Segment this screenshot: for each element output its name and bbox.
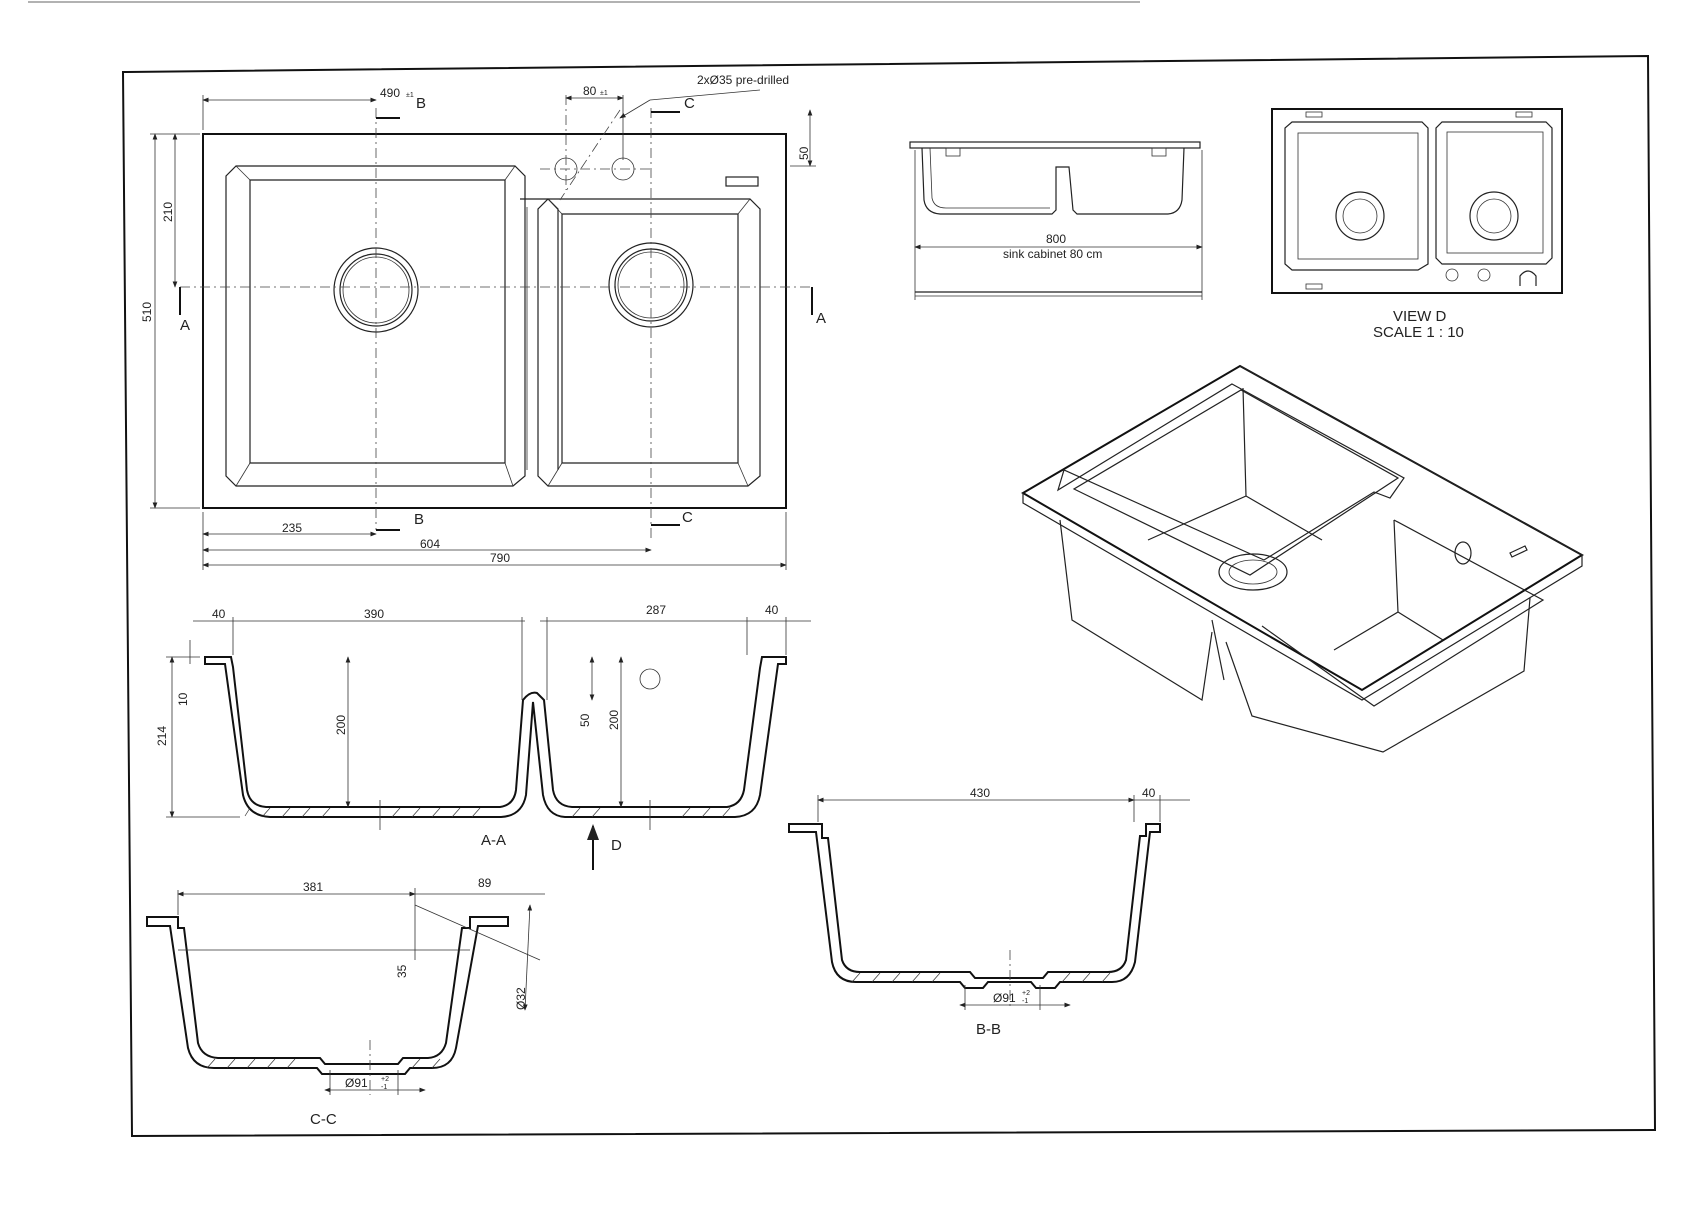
dim-214: 214: [155, 726, 169, 746]
drawing-frame: [28, 1, 1657, 1138]
svg-text:±1: ±1: [406, 92, 414, 99]
dim-89: 89: [478, 876, 492, 890]
view-d-title: VIEW D: [1393, 308, 1447, 325]
svg-text:±1: ±1: [600, 90, 608, 97]
svg-text:A: A: [180, 317, 190, 334]
view-d: [1271, 108, 1563, 294]
svg-text:Ø91: Ø91: [993, 991, 1016, 1005]
dim-80: 80: [583, 84, 597, 98]
svg-text:B: B: [416, 95, 426, 112]
svg-text:200: 200: [607, 710, 621, 730]
dim-210: 210: [161, 202, 175, 222]
svg-text:40: 40: [212, 607, 226, 621]
svg-text:50: 50: [578, 713, 592, 727]
section-aa: [166, 617, 811, 870]
svg-text:Ø91: Ø91: [345, 1076, 368, 1090]
plan-view: [150, 89, 816, 570]
view-d-arrow-label: D: [611, 837, 622, 854]
dim-287: 287: [646, 603, 666, 617]
svg-text:+2: +2: [381, 1076, 389, 1083]
iso-rim-left: [1056, 383, 1405, 561]
section-bb-label: B-B: [976, 1021, 1001, 1038]
dim-390: 390: [364, 607, 384, 621]
svg-text:-1: -1: [381, 1084, 387, 1091]
svg-text:40: 40: [765, 603, 779, 617]
svg-text:Ø32: Ø32: [514, 987, 528, 1010]
section-bb: [788, 795, 1190, 1010]
svg-text:200: 200: [334, 715, 348, 735]
plan-outline: [202, 133, 787, 509]
dim-490: 490: [380, 86, 400, 100]
cabinet-note: sink cabinet 80 cm: [1003, 247, 1102, 261]
plan-right-bowl-inner: [561, 213, 739, 464]
svg-text:C: C: [682, 509, 693, 526]
svg-text:35: 35: [395, 964, 409, 978]
front-view: [909, 141, 1203, 300]
section-aa-label: A-A: [481, 832, 506, 849]
dim-50: 50: [797, 146, 811, 160]
svg-text:10: 10: [176, 692, 190, 706]
svg-text:-1: -1: [1022, 998, 1028, 1005]
plan-texts: 490 ±1 80 ±1 2xØ35 pre-drilled 50 210 51…: [140, 73, 826, 565]
overflow-slot: [725, 176, 759, 187]
svg-text:A: A: [816, 310, 826, 327]
dim-430: 430: [970, 786, 990, 800]
dim-604: 604: [420, 537, 440, 551]
plan-divider: [520, 198, 559, 470]
section-cc-label: C-C: [310, 1111, 337, 1128]
section-cc: [146, 888, 545, 1095]
svg-text:+2: +2: [1022, 990, 1030, 997]
svg-text:C: C: [684, 95, 695, 112]
dim-800: 800: [1046, 232, 1066, 246]
plan-right-bowl-outer: [537, 198, 761, 487]
svg-text:B: B: [414, 511, 424, 528]
plan-left-bowl-inner: [249, 179, 506, 464]
dim-381: 381: [303, 880, 323, 894]
svg-text:40: 40: [1142, 786, 1156, 800]
pre-drilled-note: 2xØ35 pre-drilled: [697, 73, 789, 87]
view-d-scale: SCALE 1 : 10: [1373, 324, 1464, 341]
isometric-view: [1021, 364, 1584, 753]
dim-790: 790: [490, 551, 510, 565]
dim-235: 235: [282, 521, 302, 535]
dim-510: 510: [140, 302, 154, 322]
